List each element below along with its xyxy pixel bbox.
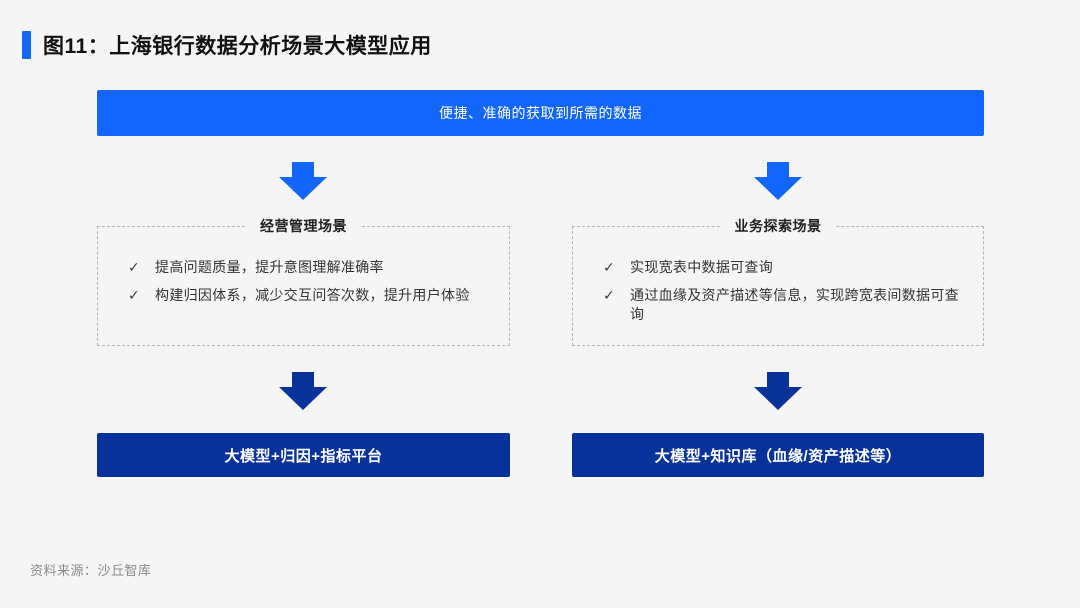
bullet-text: 实现宽表中数据可查询 — [630, 259, 774, 275]
bullet-item: ✓ 提高问题质量，提升意图理解准确率 — [98, 258, 509, 277]
scene-box-exploration: 业务探索场景 ✓ 实现宽表中数据可查询 ✓ 通过血缘及资产描述等信息，实现跨宽表… — [572, 216, 984, 346]
result-bar-exploration: 大模型+知识库（血缘/资产描述等） — [572, 433, 984, 477]
bullet-item: ✓ 实现宽表中数据可查询 — [573, 258, 983, 277]
check-icon: ✓ — [128, 259, 141, 275]
bullet-text: 通过血缘及资产描述等信息，实现跨宽表间数据可查询 — [630, 287, 959, 322]
bullet-list: ✓ 提高问题质量，提升意图理解准确率 ✓ 构建归因体系，减少交互问答次数，提升用… — [98, 258, 509, 305]
down-arrow-icon — [279, 372, 327, 410]
bullet-item: ✓ 构建归因体系，减少交互问答次数，提升用户体验 — [98, 286, 509, 305]
bullet-item: ✓ 通过血缘及资产描述等信息，实现跨宽表间数据可查询 — [573, 286, 983, 324]
goal-banner-label: 便捷、准确的获取到所需的数据 — [439, 105, 642, 121]
result-bar-operations: 大模型+归因+指标平台 — [97, 433, 510, 477]
figure-title: 图11：上海银行数据分析场景大模型应用 — [43, 35, 432, 58]
goal-banner: 便捷、准确的获取到所需的数据 — [97, 90, 984, 136]
scene-title-operations: 经营管理场景 — [246, 216, 361, 236]
scene-title-exploration: 业务探索场景 — [720, 216, 836, 236]
check-icon: ✓ — [603, 287, 616, 303]
result-bar-label: 大模型+归因+指标平台 — [224, 447, 383, 465]
result-bar-label: 大模型+知识库（血缘/资产描述等） — [654, 447, 902, 465]
bullet-text: 提高问题质量，提升意图理解准确率 — [155, 259, 384, 275]
check-icon: ✓ — [128, 287, 141, 303]
scene-box-operations: 经营管理场景 ✓ 提高问题质量，提升意图理解准确率 ✓ 构建归因体系，减少交互问… — [97, 216, 510, 346]
check-icon: ✓ — [603, 259, 616, 275]
bullet-text: 构建归因体系，减少交互问答次数，提升用户体验 — [155, 287, 470, 303]
down-arrow-icon — [279, 162, 327, 200]
down-arrow-icon — [754, 372, 802, 410]
bullet-list: ✓ 实现宽表中数据可查询 ✓ 通过血缘及资产描述等信息，实现跨宽表间数据可查询 — [573, 258, 983, 324]
figure-title-row: 图11：上海银行数据分析场景大模型应用 — [22, 30, 432, 60]
source-note: 资料来源：沙丘智库 — [30, 563, 152, 578]
title-accent-bar — [22, 31, 31, 59]
down-arrow-icon — [754, 162, 802, 200]
